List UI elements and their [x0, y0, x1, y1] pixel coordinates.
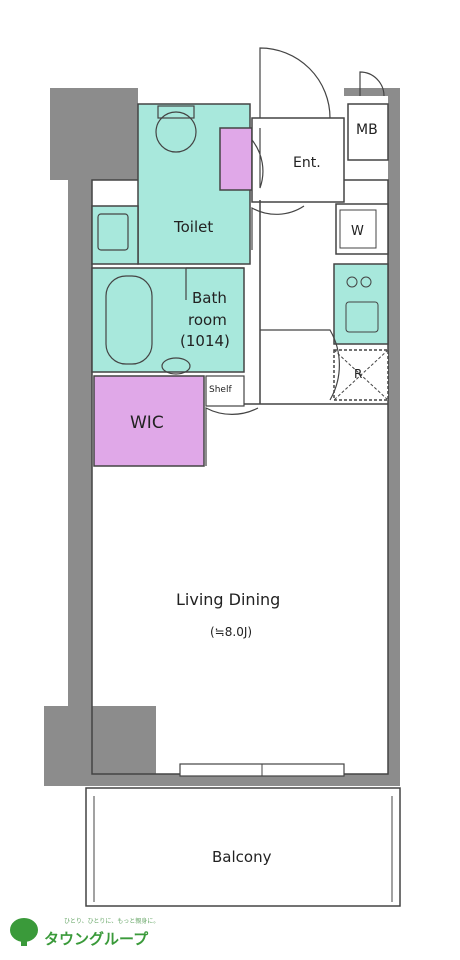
stove-burner-right [360, 276, 372, 288]
living-label: Living Dining [176, 590, 281, 609]
kitchen-sink [345, 301, 379, 333]
kitchen-counter [333, 263, 389, 345]
balcony [85, 787, 401, 907]
toilet-bowl [155, 111, 197, 153]
washer-space [335, 203, 389, 255]
bathtub [105, 275, 153, 365]
fridge-label: R [354, 367, 363, 381]
logo-tagline: ひとり、ひとりに、もっと親身に。 [64, 918, 160, 925]
toilet-label: Toilet [174, 218, 214, 236]
mb-closet [347, 103, 389, 161]
toilet-basin [97, 213, 129, 251]
shelf-box [205, 375, 245, 407]
door-swings [205, 47, 385, 466]
bath-label-line3: (1014) [180, 332, 230, 350]
wic-label: WIC [130, 413, 164, 433]
living-size-label: (≒8.0J) [210, 625, 253, 639]
toilet-tank [157, 105, 195, 119]
washer-label: W [351, 224, 364, 239]
stove-burner-left [346, 276, 358, 288]
shelf-label: Shelf [209, 385, 232, 395]
entrance-area [251, 117, 345, 203]
entrance-label: Ent. [293, 155, 321, 171]
bathroom [91, 267, 245, 373]
bath-label-line2: room [188, 311, 227, 329]
logo-name: タウングループ [44, 930, 149, 948]
washer-inner [339, 209, 377, 249]
logo-tree-icon [10, 918, 38, 946]
bath-label-line1: Bath [192, 289, 227, 307]
wic-room [93, 375, 205, 467]
bath-sink [161, 357, 191, 375]
mb-label: MB [356, 122, 378, 138]
outer-walls [44, 88, 400, 786]
toilet-side-area [91, 205, 139, 265]
entrance-closet [219, 127, 253, 191]
balcony-label: Balcony [212, 848, 272, 866]
